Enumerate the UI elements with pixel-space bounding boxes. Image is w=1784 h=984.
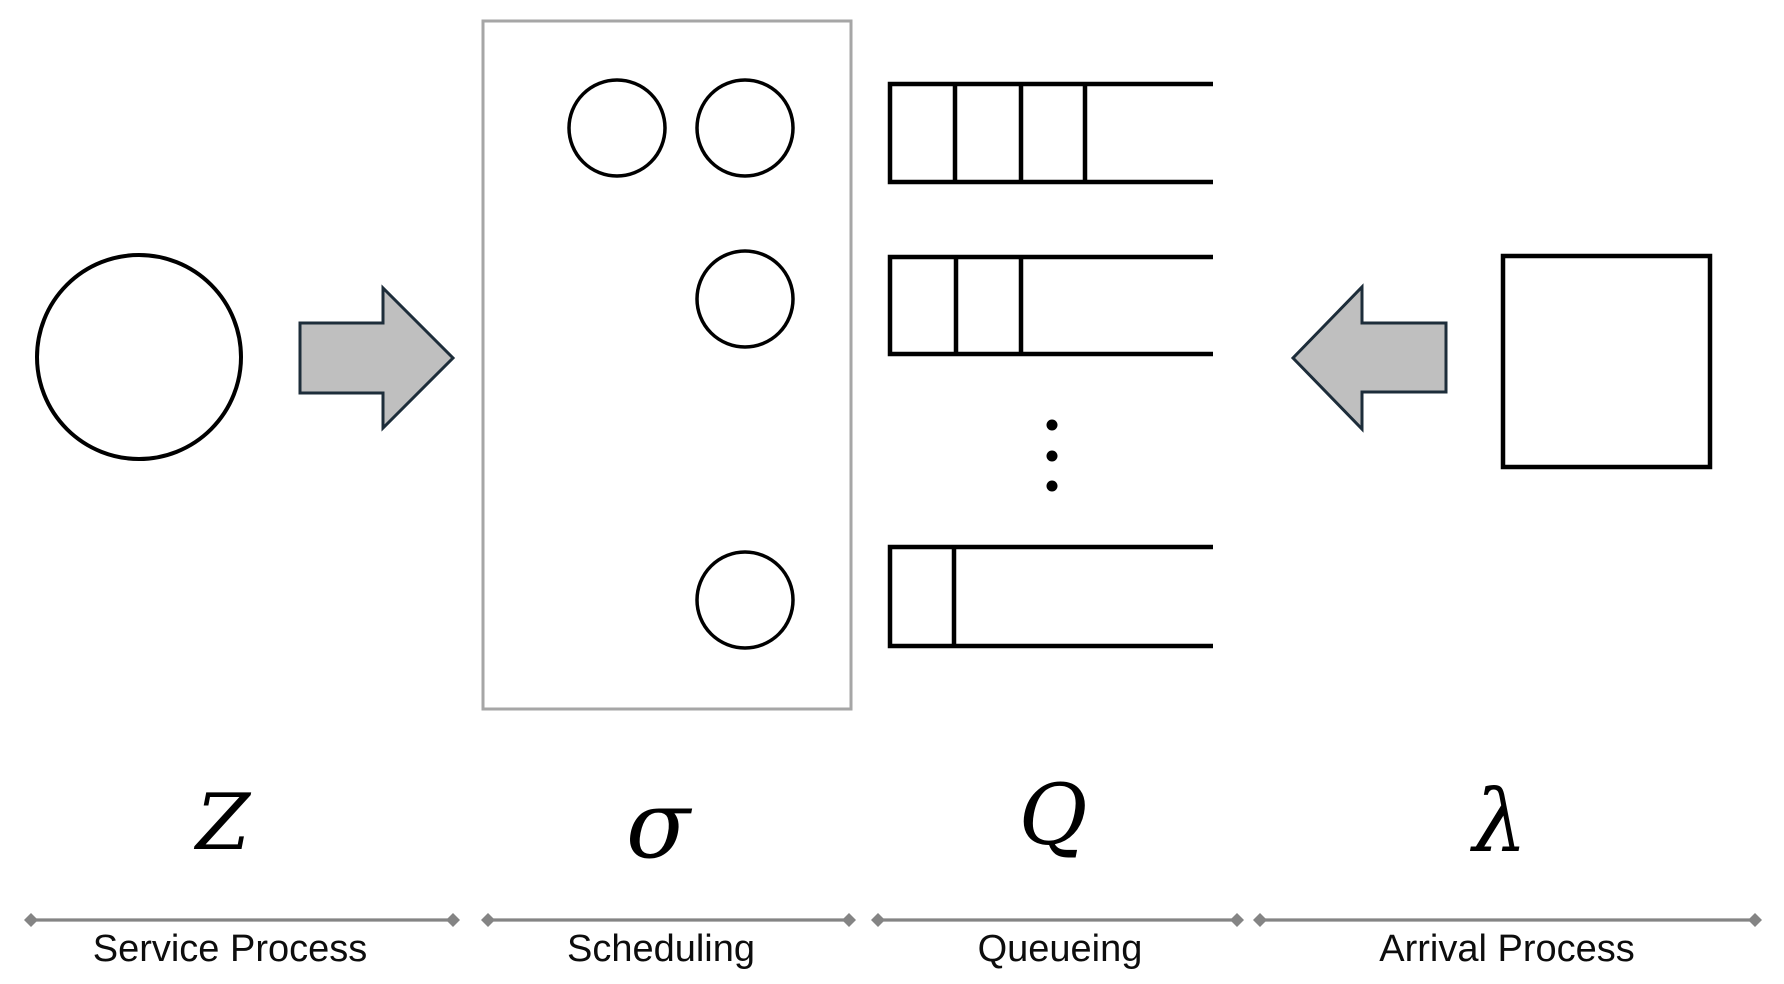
queue-row-3 — [887, 544, 1213, 649]
symbol-queueing-Q: Q — [1018, 766, 1088, 864]
vertical-ellipsis-icon — [1046, 419, 1058, 492]
symbol-arrival-lambda: λ — [1472, 772, 1528, 872]
symbol-scheduling-sigma: σ — [625, 771, 691, 880]
scheduler-server-circle — [567, 78, 667, 178]
left-arrow-icon — [1290, 283, 1448, 433]
ruler-arrival — [1253, 913, 1762, 927]
queue-row-2 — [887, 254, 1213, 357]
symbol-service-Z: Z — [195, 778, 251, 868]
caption-service-process: Service Process — [92, 928, 368, 970]
scheduler-server-circle — [695, 249, 795, 349]
scheduler-server-circle — [695, 550, 795, 650]
caption-scheduling: Scheduling — [566, 928, 756, 970]
caption-arrival-process: Arrival Process — [1379, 928, 1635, 970]
right-arrow-icon — [298, 284, 456, 432]
ruler-queueing — [871, 913, 1244, 927]
queue-row-1 — [887, 81, 1213, 185]
ruler-service — [24, 913, 460, 927]
caption-queueing: Queueing — [977, 928, 1143, 970]
service-circle — [35, 253, 243, 461]
arrival-square — [1500, 253, 1713, 470]
scheduler-server-circle — [695, 78, 795, 178]
scheduler-box — [481, 19, 853, 711]
ruler-scheduling — [481, 913, 856, 927]
